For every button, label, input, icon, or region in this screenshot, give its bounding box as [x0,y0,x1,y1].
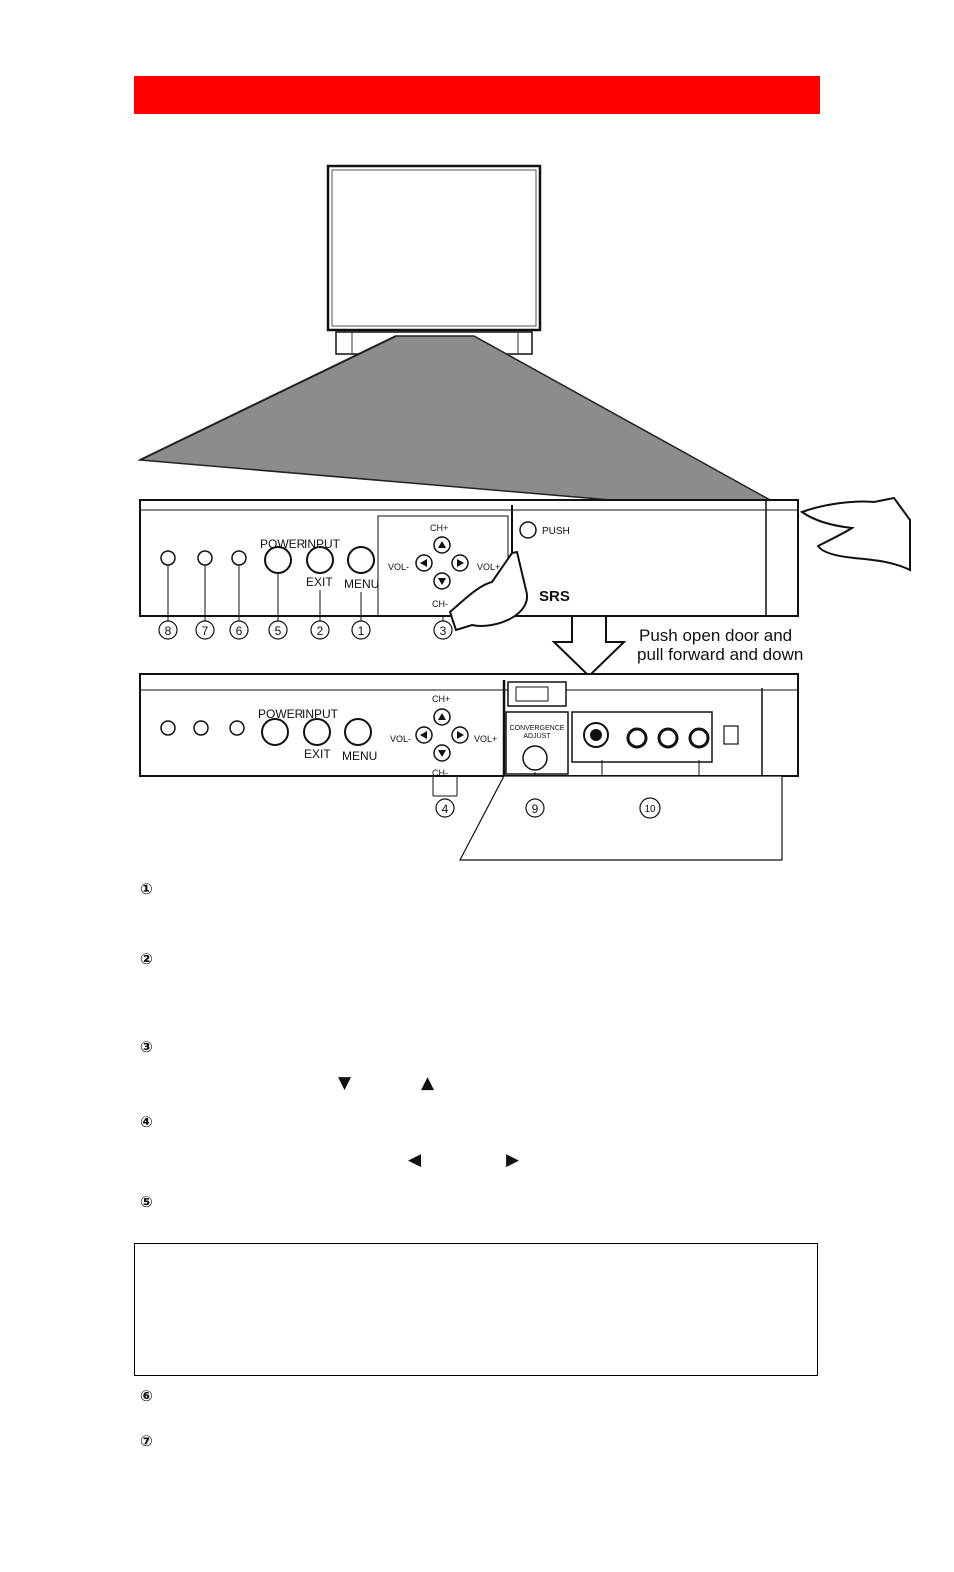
menu-button[interactable] [347,546,375,574]
svg-text:9: 9 [532,802,539,816]
zoom-fan [137,335,800,517]
menu-button-lower[interactable] [344,718,372,746]
vol-down-arrow-icon: ◀ [408,1150,422,1170]
header-bar [134,76,820,114]
indicator-light-7 [197,550,213,566]
down-arrow-icon [551,615,627,678]
svg-text:EXIT: EXIT [304,747,331,761]
svg-text:MENU: MENU [342,749,377,763]
lower-control-panel: POWER INPUT EXIT MENU CH+ VOL- VOL+ CH- … [139,673,799,800]
item-marker-4: ④ [140,1113,153,1131]
input-button-lower[interactable] [303,718,331,746]
audio-right-jack[interactable] [688,727,710,749]
indicator-light-6 [231,550,247,566]
vol-plus-label: VOL+ [477,562,500,572]
menu-label: MENU [344,577,379,591]
item-marker-7: ⑦ [140,1432,153,1450]
svg-text:10: 10 [644,804,656,815]
annotation-line-2: pull forward and down [637,645,803,664]
pulling-hand-icon [799,496,911,572]
vol-up-arrow-icon: ▶ [506,1150,520,1170]
callout-row-upper: 8 7 6 5 2 1 3 [158,620,453,640]
convergence-adjust-button[interactable] [522,745,548,771]
ch-plus-label: CH+ [430,523,448,533]
svg-text:2: 2 [317,624,324,638]
svg-text:4: 4 [442,802,449,816]
ch-minus-label: CH- [432,599,448,609]
note-box [134,1243,818,1376]
srs-logo-text: SRS [539,588,570,605]
svg-text:VOL+: VOL+ [474,734,497,744]
upper-control-panel: POWER INPUT EXIT MENU CH+ VOL- VOL+ CH- … [139,496,911,632]
input-exit-button[interactable] [306,546,334,574]
svg-text:INPUT: INPUT [302,707,339,721]
item-marker-1: ① [140,880,153,898]
item-marker-5: ⑤ [140,1193,153,1211]
tv-screen [326,164,542,355]
power-label: POWER [260,537,306,551]
item-marker-2: ② [140,950,153,968]
svg-text:POWER: POWER [258,707,304,721]
ch-down-arrow-icon: ▼ [338,1073,352,1093]
annotation-line-1: Push open door and [639,626,792,645]
ch-up-arrow-icon: ▲ [421,1073,435,1093]
exit-label: EXIT [306,575,333,589]
item-marker-6: ⑥ [140,1387,153,1405]
pressing-hand-icon [448,550,529,632]
svg-text:CH+: CH+ [432,694,450,704]
svg-text:CH-: CH- [432,768,448,778]
audio-left-jack[interactable] [657,727,679,749]
svg-text:CONVERGENCE: CONVERGENCE [510,725,565,732]
svg-text:ADJUST: ADJUST [523,733,551,740]
input-label: INPUT [304,537,341,551]
item-marker-3: ③ [140,1038,153,1056]
indicator-light-8 [160,550,176,566]
svg-text:7: 7 [202,624,209,638]
svg-text:8: 8 [165,624,172,638]
push-door-button[interactable] [519,521,537,539]
svg-text:1: 1 [358,624,365,638]
callout-row-lower: 4 9 10 [435,797,661,819]
video-jack[interactable] [626,727,648,749]
vol-minus-label: VOL- [388,562,409,572]
svg-text:3: 3 [440,624,447,638]
paper-sheet [459,775,783,861]
svg-text:6: 6 [236,624,243,638]
svg-text:5: 5 [275,624,282,638]
push-label: PUSH [542,526,570,537]
tv-front-panel-diagram: POWER INPUT EXIT MENU CH+ VOL- VOL+ CH- … [137,164,911,861]
power-button-lower[interactable] [261,718,289,746]
svg-text:VOL-: VOL- [390,734,411,744]
